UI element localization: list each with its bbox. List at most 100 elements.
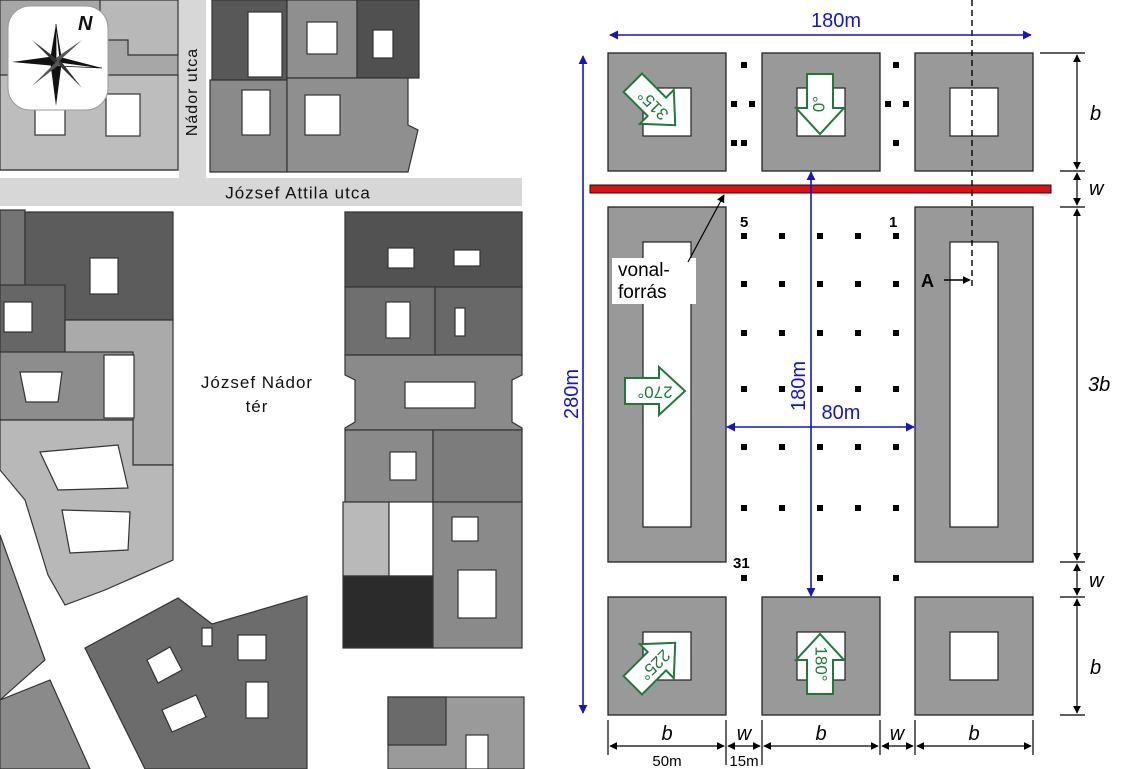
receptor-point (817, 386, 823, 392)
receptor-point (817, 330, 823, 336)
receptor-point (741, 62, 747, 68)
building (387, 696, 447, 746)
courtyard (451, 516, 479, 542)
receptor-point (779, 281, 785, 287)
building (0, 534, 46, 701)
dim-right-top-b: b (1090, 103, 1101, 125)
receptor-point (741, 233, 747, 239)
receptor-point (779, 444, 785, 450)
wind-arrow-4: 180° (793, 632, 847, 695)
receptor-point (893, 575, 899, 581)
building-bottom-right (914, 596, 1034, 716)
courtyard (454, 307, 466, 337)
street-jozsef-attila-label: József Attila utca (225, 183, 371, 202)
buildings (607, 52, 1034, 716)
dim-bottom-b3: b (968, 723, 979, 745)
receptor-point (893, 444, 899, 450)
courtyard (245, 681, 269, 719)
building (0, 209, 26, 291)
building (342, 501, 390, 577)
building (0, 679, 91, 769)
receptor-point (741, 140, 747, 146)
building (344, 429, 434, 503)
courtyard (457, 569, 497, 619)
source-label-line2: forrás (618, 282, 667, 303)
building (432, 429, 523, 503)
square-label-line1: József Nádor (201, 373, 313, 392)
wind-arrow-1: 0° (793, 73, 847, 136)
source-label-line1: vonal- (618, 260, 670, 281)
receptor-point (893, 505, 899, 511)
receptor-point (855, 444, 861, 450)
wind-arrow-label: 270° (637, 383, 672, 402)
compass-rose-icon: N (7, 5, 109, 111)
receptor-point (817, 505, 823, 511)
courtyard (385, 301, 411, 339)
receptor-point (817, 233, 823, 239)
receptor-point (893, 233, 899, 239)
building (84, 595, 308, 769)
dim-bottom-w1: w (737, 723, 753, 745)
dim-right-w2: w (1089, 570, 1105, 592)
courtyard (201, 627, 213, 647)
dimensions-bottom (607, 720, 1034, 765)
building (434, 286, 523, 356)
building (388, 501, 434, 577)
schematic: A vonal- forrás 5 1 31 180m 280m 180m 80… (561, 0, 1110, 769)
receptor-point (779, 233, 785, 239)
dimensions-right (1040, 52, 1085, 716)
courtyard (387, 247, 415, 269)
courtyard (372, 29, 394, 59)
receptor-point (893, 62, 899, 68)
point-label-31: 31 (733, 555, 750, 572)
receptor-point (817, 575, 823, 581)
courtyard (465, 734, 489, 769)
city-map (0, 0, 525, 769)
receptor-point (893, 140, 899, 146)
top-width-label: 180m (811, 10, 861, 32)
receptor-point (741, 444, 747, 450)
street-jozsef-attila (0, 178, 522, 206)
receptor-point (893, 281, 899, 287)
courtyard (306, 21, 338, 55)
dim-right-bottom-b: b (1090, 657, 1101, 679)
receptor-point (893, 386, 899, 392)
courtyard (304, 94, 341, 136)
courtyard (19, 371, 63, 403)
courtyard (105, 93, 141, 137)
courtyard (89, 257, 119, 295)
receptor-point (903, 101, 909, 107)
building (342, 575, 434, 649)
courtyard (237, 634, 267, 661)
courtyard (404, 381, 476, 409)
receptor-point (855, 505, 861, 511)
receptor-point (731, 101, 737, 107)
courtyard (103, 354, 135, 419)
source-pointer (687, 194, 725, 263)
line-source (589, 184, 1052, 194)
square-label-line2: tér (246, 397, 269, 416)
dim-bottom-b2: b (815, 723, 826, 745)
receptor-point (731, 140, 737, 146)
dim-bottom-w2: w (890, 723, 906, 745)
point-label-5: 5 (740, 214, 748, 231)
compass-north-letter: N (78, 13, 93, 35)
wind-arrow-2: 270° (624, 364, 687, 418)
building (344, 211, 523, 288)
receptor-point (741, 281, 747, 287)
receptor-point (779, 330, 785, 336)
receptor-point (855, 386, 861, 392)
receptor-point (817, 444, 823, 450)
courtyard (39, 444, 129, 491)
courtyard (247, 11, 283, 78)
courtyard (146, 646, 183, 684)
courtyard (453, 249, 481, 267)
courtyard (389, 451, 417, 481)
inner-height-label: 180m (788, 361, 810, 411)
receptor-point (741, 386, 747, 392)
source-label-box (612, 258, 696, 304)
street-nador-label: Nádor utca (184, 48, 201, 136)
receptor-point (741, 575, 747, 581)
total-height-label: 280m (561, 369, 583, 419)
dim-bottom-w-value: 15m (729, 753, 758, 769)
